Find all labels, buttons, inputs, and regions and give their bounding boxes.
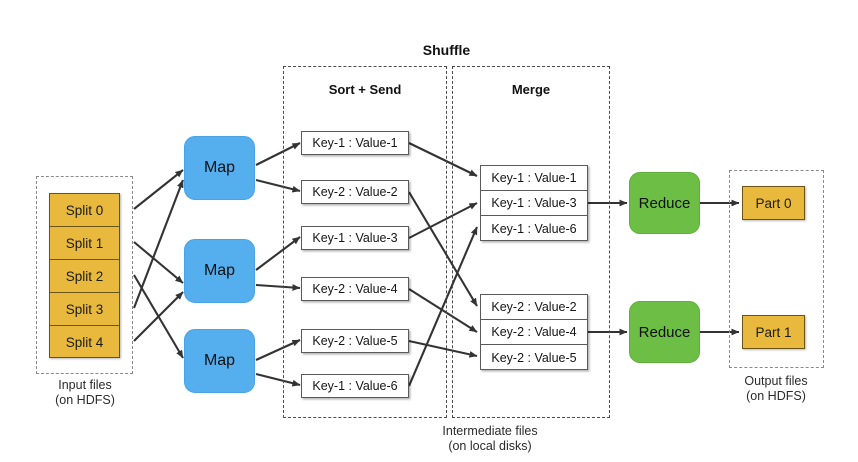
output-part-1: Part 1 (742, 315, 805, 349)
merge-group-2-row-2: Key-2 : Value-4 (481, 320, 587, 345)
input-files-container (36, 176, 133, 374)
sort-send-record-6: Key-1 : Value-6 (301, 374, 409, 398)
sort-send-record-3: Key-1 : Value-3 (301, 226, 409, 250)
sort-send-record-1: Key-1 : Value-1 (301, 131, 409, 155)
sort-send-title: Sort + Send (328, 82, 402, 97)
split-4: Split 4 (65, 335, 104, 350)
sort-send-record-2: Key-2 : Value-2 (301, 180, 409, 204)
shuffle-title: Shuffle (422, 42, 471, 58)
reduce-task-1: Reduce (629, 172, 700, 234)
merge-group-1-row-1: Key-1 : Value-1 (481, 166, 587, 191)
map-task-1: Map (184, 136, 255, 200)
sort-send-record-5: Key-2 : Value-5 (301, 329, 409, 353)
map-task-2: Map (184, 239, 255, 303)
merge-group-1-row-2: Key-1 : Value-3 (481, 191, 587, 216)
split-2: Split 2 (50, 260, 119, 293)
sort-send-record-4: Key-2 : Value-4 (301, 277, 409, 301)
input-split-stack: Split 0 Split 1 Split 2 Split 3 Split 4 (49, 193, 120, 358)
output-part-0: Part 0 (742, 186, 805, 220)
split-0: Split 0 (50, 194, 119, 227)
split-1: Split 1 (50, 227, 119, 260)
merge-phase-container (452, 66, 610, 418)
intermediate-files-caption: Intermediate files (on local disks) (442, 424, 538, 453)
output-files-caption: Output files (on HDFS) (744, 374, 808, 403)
sort-send-phase-container (283, 66, 447, 418)
map-task-3: Map (184, 329, 255, 393)
output-files-container (729, 170, 824, 368)
split-3: Split 3 (50, 293, 119, 326)
reduce-task-2: Reduce (629, 301, 700, 363)
merge-group-2-row-1: Key-2 : Value-2 (481, 295, 587, 320)
merge-title: Merge (511, 82, 551, 97)
arrow-split2-map3 (133, 274, 184, 359)
arrow-split3-map1 (133, 179, 184, 309)
merge-group-key-2: Key-2 : Value-2 Key-2 : Value-4 Key-2 : … (480, 294, 588, 370)
arrow-split4-map2 (133, 291, 184, 342)
merge-group-1-row-3: Key-1 : Value-6 (491, 221, 577, 236)
input-files-caption: Input files (on HDFS) (55, 378, 115, 407)
merge-group-2-row-3: Key-2 : Value-5 (491, 350, 577, 365)
arrow-split1-map2 (133, 241, 184, 284)
arrow-split0-map1 (133, 169, 184, 210)
merge-group-key-1: Key-1 : Value-1 Key-1 : Value-3 Key-1 : … (480, 165, 588, 241)
